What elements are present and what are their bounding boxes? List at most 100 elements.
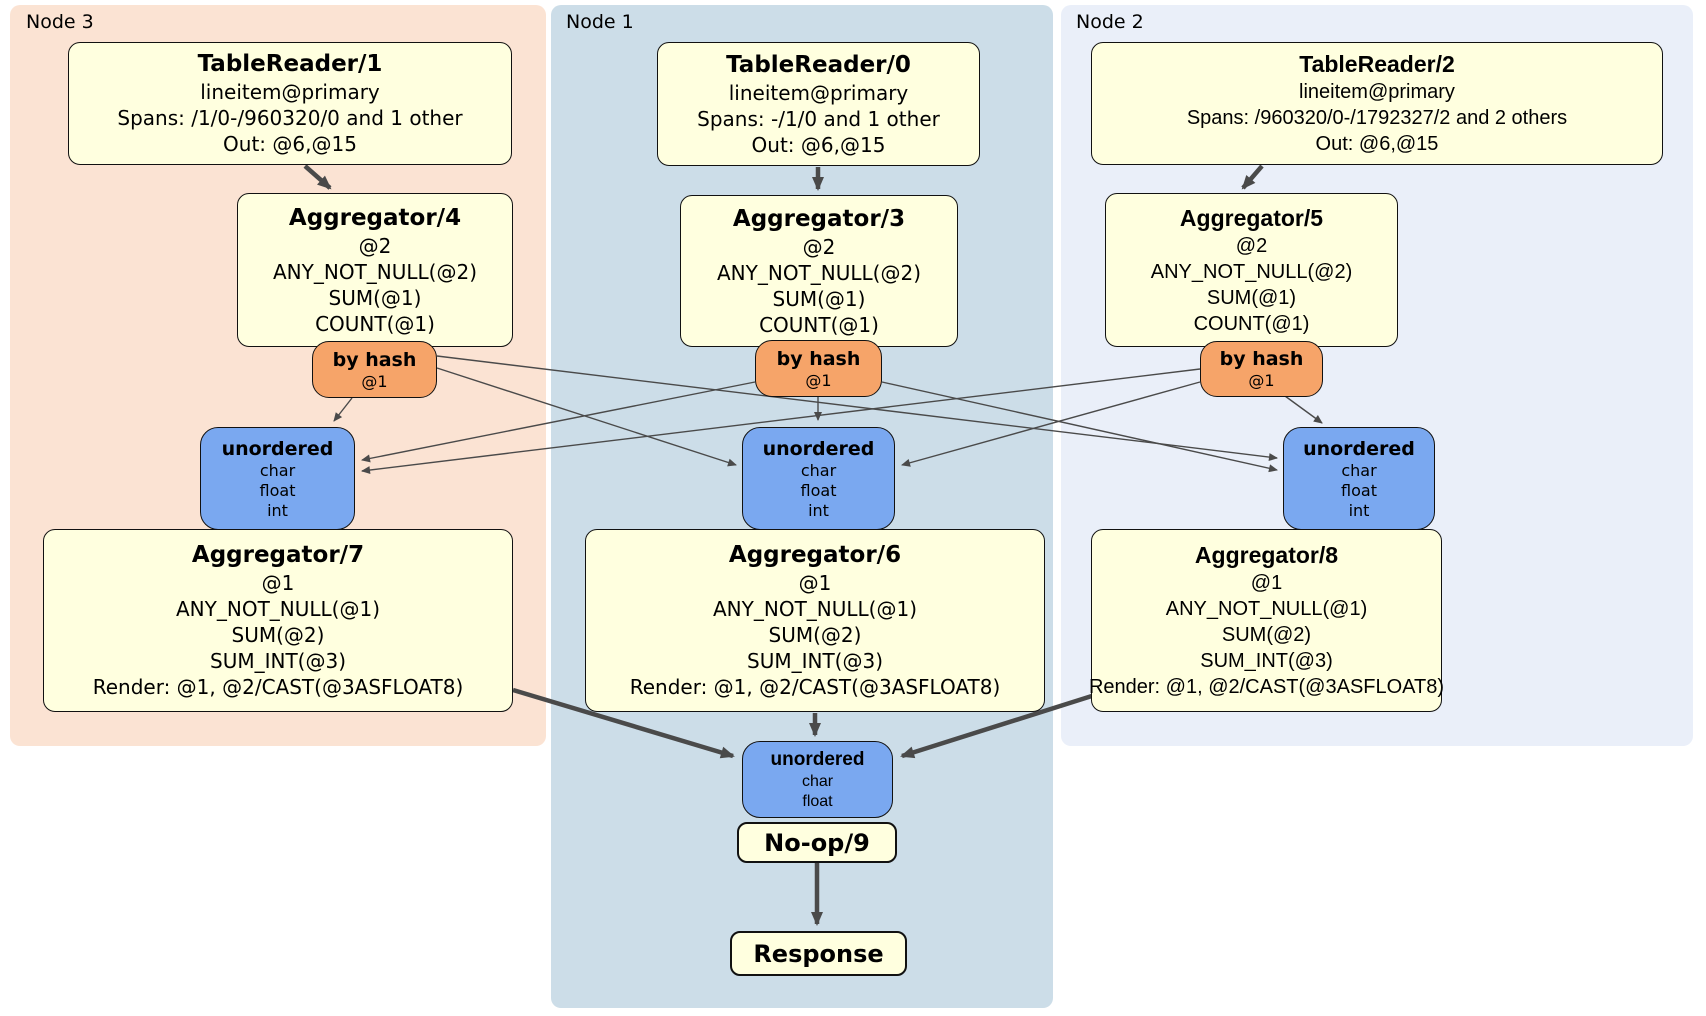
processor-line: ANY_NOT_NULL(@2)	[273, 259, 477, 284]
processor-title: Aggregator/7	[191, 542, 365, 568]
sync-line: float	[259, 480, 296, 500]
processor-line: @1	[798, 571, 832, 595]
processor-line: ANY_NOT_NULL(@1)	[176, 597, 380, 621]
edge-tr2-agg5	[1241, 164, 1264, 190]
processor-line: SUM(@2)	[1221, 624, 1312, 646]
router-title: by hash	[332, 348, 417, 371]
processor-line: Spans: /1/0-/960320/0 and 1 other	[117, 106, 463, 130]
processor-noop-9: No-op/9	[737, 822, 897, 863]
processor-aggregator-6: Aggregator/6 @1 ANY_NOT_NULL(@1) SUM(@2)…	[585, 529, 1045, 712]
node-2-label: Node 2	[1076, 11, 1144, 33]
processor-aggregator-4: Aggregator/4 @2 ANY_NOT_NULL(@2) SUM(@1)…	[237, 193, 513, 347]
processor-line: SUM(@2)	[231, 623, 325, 647]
processor-tablereader-2: TableReader/2 lineitem@primary Spans: /9…	[1091, 42, 1663, 165]
processor-line: SUM_INT(@3)	[210, 649, 346, 673]
processor-title: Aggregator/4	[288, 204, 462, 231]
sync-unordered-node2: unordered char float int	[1283, 427, 1435, 530]
sync-title: unordered	[1303, 437, 1415, 460]
sync-line: int	[808, 500, 829, 520]
processor-line: Out: @6,@15	[1315, 133, 1439, 155]
processor-response: Response	[730, 931, 907, 976]
sync-line: float	[800, 480, 837, 500]
processor-line: COUNT(@1)	[759, 312, 879, 337]
router-line: @1	[805, 370, 832, 390]
router-line: @1	[361, 371, 388, 391]
processor-line: ANY_NOT_NULL(@2)	[717, 260, 921, 285]
processor-line: SUM_INT(@3)	[1200, 650, 1333, 672]
sync-line: float	[802, 792, 833, 810]
sync-line: float	[1341, 480, 1377, 500]
router-by-hash-node2: by hash @1	[1200, 341, 1323, 397]
processor-line: SUM(@2)	[768, 623, 862, 647]
edge-bh1-u3	[361, 381, 756, 463]
edge-bh3-u2	[436, 355, 1278, 462]
router-by-hash-node3: by hash @1	[312, 341, 437, 398]
processor-title: Response	[753, 939, 884, 968]
processor-line: Render: @1, @2/CAST(@3ASFLOAT8)	[1088, 676, 1445, 698]
processor-line: @2	[1235, 234, 1268, 257]
edge-agg7-finalsync	[512, 687, 735, 759]
processor-title: TableReader/2	[1299, 51, 1455, 77]
sync-line: int	[1348, 500, 1370, 520]
sync-title: unordered	[221, 437, 334, 460]
sync-line: char	[801, 772, 834, 790]
processor-line: Render: @1, @2/CAST(@3ASFLOAT8)	[92, 675, 464, 699]
sync-unordered-final: unordered char float	[742, 741, 893, 818]
processor-line: SUM(@1)	[1206, 286, 1297, 309]
edge-bh3-u3	[333, 397, 353, 422]
processor-line: @1	[261, 571, 295, 595]
processor-line: lineitem@primary	[1299, 81, 1455, 103]
router-title: by hash	[776, 347, 861, 370]
edge-bh1-u2	[881, 381, 1278, 473]
processor-tablereader-0: TableReader/0 lineitem@primary Spans: -/…	[657, 42, 980, 166]
edge-agg8-finalsync	[900, 692, 1096, 759]
processor-title: No-op/9	[764, 828, 870, 857]
edge-tr1-agg4	[303, 164, 332, 190]
router-by-hash-node1: by hash @1	[755, 340, 882, 397]
sync-unordered-node3: unordered char float int	[200, 427, 355, 530]
edge-bh2-u2	[1284, 395, 1323, 424]
processor-line: Spans: /960320/0-/1792327/2 and 2 others	[1186, 107, 1568, 129]
router-title: by hash	[1219, 348, 1304, 370]
processor-line: lineitem@primary	[200, 80, 380, 104]
processor-line: SUM(@1)	[772, 286, 866, 311]
node-3-label: Node 3	[26, 11, 94, 33]
sync-title: unordered	[762, 437, 875, 460]
processor-title: Aggregator/3	[732, 205, 906, 232]
processor-title: TableReader/1	[197, 51, 383, 77]
edge-bh2-u1	[901, 381, 1201, 467]
processor-aggregator-3: Aggregator/3 @2 ANY_NOT_NULL(@2) SUM(@1)…	[680, 195, 958, 347]
processor-line: Render: @1, @2/CAST(@3ASFLOAT8)	[629, 675, 1001, 699]
edge-bh2-u3	[361, 368, 1201, 475]
processor-line: COUNT(@1)	[1193, 312, 1310, 335]
processor-line: COUNT(@1)	[315, 311, 435, 336]
processor-line: Spans: -/1/0 and 1 other	[697, 106, 940, 131]
processor-line: lineitem@primary	[728, 80, 909, 105]
processor-line: ANY_NOT_NULL(@2)	[1150, 260, 1353, 283]
edge-bh3-u1	[436, 367, 737, 467]
processor-title: TableReader/0	[726, 51, 911, 78]
router-line: @1	[1248, 371, 1275, 390]
sync-unordered-node1: unordered char float int	[742, 427, 895, 530]
processor-aggregator-7: Aggregator/7 @1 ANY_NOT_NULL(@1) SUM(@2)…	[43, 529, 513, 712]
sync-line: char	[259, 460, 296, 480]
processor-line: ANY_NOT_NULL(@1)	[713, 597, 917, 621]
processor-aggregator-8: Aggregator/8 @1 ANY_NOT_NULL(@1) SUM(@2)…	[1088, 529, 1445, 712]
processor-title: Aggregator/5	[1179, 204, 1324, 231]
processor-line: ANY_NOT_NULL(@1)	[1165, 598, 1368, 620]
processor-line: @2	[358, 233, 392, 258]
processor-aggregator-5: Aggregator/5 @2 ANY_NOT_NULL(@2) SUM(@1)…	[1105, 193, 1398, 347]
processor-line: Out: @6,@15	[223, 132, 357, 156]
node-1-label: Node 1	[566, 11, 634, 33]
processor-line: SUM_INT(@3)	[747, 649, 883, 673]
processor-title: Aggregator/8	[1194, 542, 1339, 568]
processor-line: SUM(@1)	[328, 285, 422, 310]
processor-title: Aggregator/6	[728, 542, 902, 568]
sync-line: int	[267, 500, 288, 520]
sync-title: unordered	[770, 748, 865, 770]
sync-line: char	[800, 460, 837, 480]
processor-tablereader-1: TableReader/1 lineitem@primary Spans: /1…	[68, 42, 512, 165]
sync-line: char	[1341, 460, 1377, 480]
